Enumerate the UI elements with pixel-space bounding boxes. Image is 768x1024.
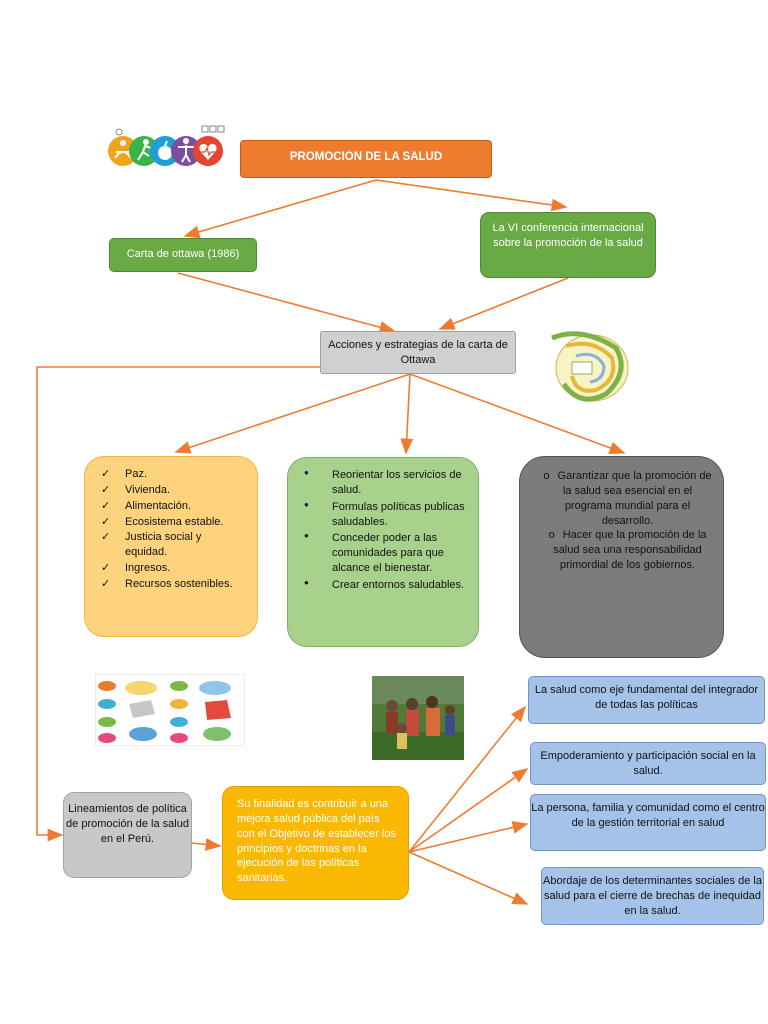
list-item: Conceder poder a las comunidades para qu… — [304, 531, 466, 576]
policy-infographic-image — [95, 674, 245, 746]
arrow-vi-acciones — [438, 277, 569, 330]
arrow-finalidad-b3 — [408, 821, 529, 853]
meditation-icon — [108, 136, 138, 166]
requisitos-list-box: Paz. Vivienda. Alimentación. Ecosistema … — [84, 456, 258, 637]
arrow-acciones-green — [400, 373, 414, 455]
arrow-acciones-yellow — [174, 373, 411, 454]
lineamiento-item-3: La persona, familia y comunidad como el … — [530, 794, 766, 851]
list-item: Vivienda. — [101, 483, 245, 498]
apple-icon — [150, 136, 180, 166]
arrow-title-vi — [375, 179, 568, 212]
vi-conferencia-box: La VI conferencia internacional sobre la… — [480, 212, 656, 278]
carta-ottawa-box: Carta de ottawa (1986) — [109, 238, 257, 272]
arrow-finalidad-b4 — [408, 851, 529, 905]
arrow-acciones-lineamientos — [36, 366, 322, 842]
lineamiento-item-1: La salud como eje fundamental del integr… — [528, 676, 765, 724]
community-photo — [372, 676, 464, 760]
list-item: Ingresos. — [101, 561, 245, 576]
finalidad-box: Su finalidad es contribuir a una mejora … — [222, 786, 409, 900]
list-item: Formulas políticas publicas saludables. — [304, 500, 466, 530]
arrow-title-ottawa — [183, 179, 377, 239]
heart-pulse-icon — [193, 136, 223, 166]
lineamiento-item-4: Abordaje de los determinantes sociales d… — [541, 867, 764, 925]
list-item: Justicia social y equidad. — [101, 530, 245, 560]
arrow-lineamientos-finalidad — [191, 838, 222, 851]
arrow-ottawa-acciones — [177, 272, 396, 334]
arrow-acciones-grey — [409, 373, 626, 455]
ottawa-spiral-diagram — [551, 331, 629, 402]
list-item: Ecosistema estable. — [101, 515, 245, 530]
health-icons-logo — [108, 125, 225, 166]
list-item: Recursos sostenibles. — [101, 577, 245, 592]
list-item: Paz. — [101, 467, 245, 482]
list-item: Crear entornos saludables. — [304, 578, 466, 593]
person-icon — [171, 136, 201, 166]
list-item: Reorientar los servicios de salud. — [304, 468, 466, 498]
main-title: PROMOCION DE LA SALUD — [240, 140, 492, 178]
acciones-box: Acciones y estrategias de la carta de Ot… — [320, 331, 516, 374]
running-icon — [129, 136, 159, 166]
lineamientos-box: Lineamientos de política de promoción de… — [63, 792, 192, 878]
arrow-finalidad-b1 — [408, 705, 526, 853]
list-item: Alimentación. — [101, 499, 245, 514]
arrow-finalidad-b2 — [408, 768, 529, 853]
lineamiento-item-2: Empoderamiento y participación social en… — [530, 742, 766, 785]
estrategias-list-box: Reorientar los servicios de salud. Formu… — [287, 457, 479, 647]
